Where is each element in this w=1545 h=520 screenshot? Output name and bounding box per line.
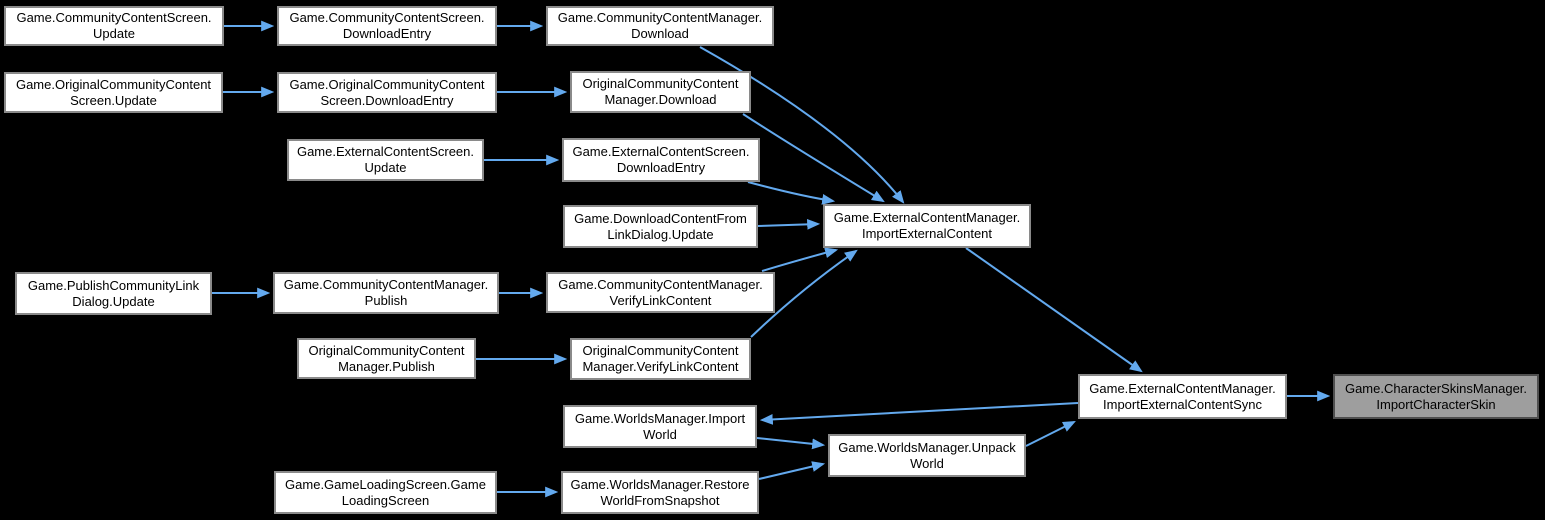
node-original-community-content-screen-download-entry[interactable]: Game.OriginalCommunityContent Screen.Dow…	[277, 72, 497, 113]
edge-community-content-manager-download-to-external-content-manager-import-external-content	[699, 46, 905, 204]
node-game-loading-screen-game-loading-screen[interactable]: Game.GameLoadingScreen.Game LoadingScree…	[274, 471, 497, 514]
node-community-content-manager-publish[interactable]: Game.CommunityContentManager. Publish	[273, 272, 499, 314]
edge-worlds-manager-import-world-to-worlds-manager-unpack-world	[756, 437, 826, 450]
node-worlds-manager-restore-world-from-snapshot[interactable]: Game.WorldsManager.Restore WorldFromSnap…	[561, 471, 759, 514]
edge-external-content-manager-import-external-content-to-external-content-manager-import-external-content-sync	[965, 247, 1143, 373]
node-worlds-manager-unpack-world[interactable]: Game.WorldsManager.Unpack World	[828, 434, 1026, 477]
edge-community-content-manager-verify-link-content-to-external-content-manager-import-external-content	[761, 247, 839, 272]
node-original-community-content-manager-download[interactable]: OriginalCommunityContent Manager.Downloa…	[570, 71, 751, 113]
edge-worlds-manager-unpack-world-to-external-content-manager-import-external-content-sync	[1025, 421, 1076, 447]
node-external-content-screen-update[interactable]: Game.ExternalContentScreen. Update	[287, 139, 484, 181]
node-external-content-manager-import-external-content[interactable]: Game.ExternalContentManager. ImportExter…	[823, 204, 1031, 248]
node-external-content-manager-import-external-content-sync[interactable]: Game.ExternalContentManager. ImportExter…	[1078, 374, 1287, 419]
edge-external-content-screen-download-entry-to-external-content-manager-import-external-content	[747, 181, 836, 205]
edge-download-content-from-link-dialog-update-to-external-content-manager-import-external-content	[757, 218, 821, 230]
node-publish-community-link-dialog-update[interactable]: Game.PublishCommunityLink Dialog.Update	[15, 272, 212, 315]
node-community-content-screen-update[interactable]: Game.CommunityContentScreen. Update	[4, 6, 224, 46]
node-community-content-manager-download[interactable]: Game.CommunityContentManager. Download	[546, 6, 774, 46]
edge-original-community-content-manager-download-to-external-content-manager-import-external-content	[742, 113, 885, 203]
node-character-skins-manager-import-character-skin[interactable]: Game.CharacterSkinsManager. ImportCharac…	[1333, 374, 1539, 419]
node-original-community-content-manager-publish[interactable]: OriginalCommunityContent Manager.Publish	[297, 338, 476, 379]
node-download-content-from-link-dialog-update[interactable]: Game.DownloadContentFrom LinkDialog.Upda…	[563, 205, 758, 248]
node-community-content-manager-verify-link-content[interactable]: Game.CommunityContentManager. VerifyLink…	[546, 272, 775, 313]
edge-external-content-manager-import-external-content-sync-to-worlds-manager-import-world	[759, 402, 1079, 425]
edge-worlds-manager-restore-world-from-snapshot-to-worlds-manager-unpack-world	[758, 461, 826, 480]
node-original-community-content-screen-update[interactable]: Game.OriginalCommunityContent Screen.Upd…	[4, 72, 223, 113]
node-original-community-content-manager-verify-link-content[interactable]: OriginalCommunityContent Manager.VerifyL…	[570, 338, 751, 380]
node-external-content-screen-download-entry[interactable]: Game.ExternalContentScreen. DownloadEntr…	[562, 138, 760, 182]
node-worlds-manager-import-world[interactable]: Game.WorldsManager.Import World	[563, 405, 757, 448]
node-community-content-screen-download-entry[interactable]: Game.CommunityContentScreen. DownloadEnt…	[277, 6, 497, 46]
edge-original-community-content-manager-verify-link-content-to-external-content-manager-import-external-content	[750, 249, 858, 338]
